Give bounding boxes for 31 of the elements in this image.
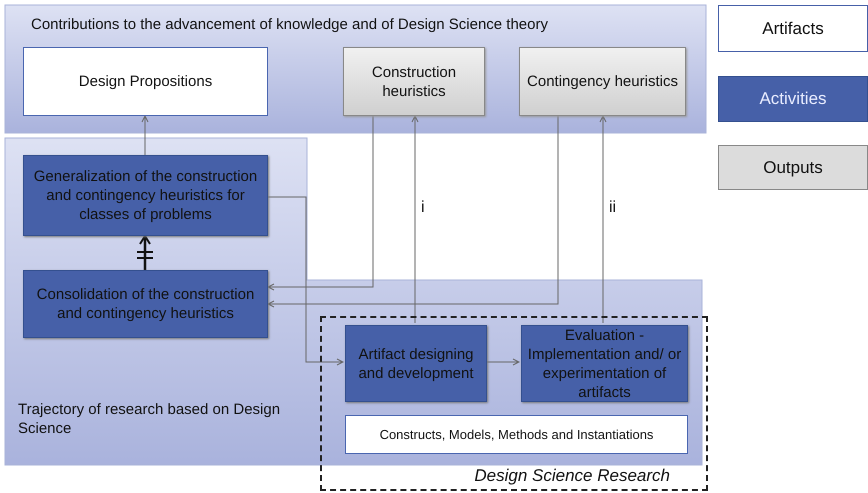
region-title: Trajectory of research based on Design Science <box>18 400 282 438</box>
dashed-frame <box>320 316 708 491</box>
output-box <box>343 47 485 116</box>
arrow <box>268 196 344 366</box>
legend-label: Activities <box>759 89 827 109</box>
box-label: Artifact designing and development <box>357 344 475 382</box>
region-title: Contributions to the advancement of knowledge and of Design Science theory <box>31 15 548 34</box>
activity-box <box>23 270 268 338</box>
arrow <box>142 116 148 156</box>
artifact-box <box>23 47 268 116</box>
arrow <box>137 235 153 270</box>
activity-box <box>23 155 268 236</box>
legend-label: Outputs <box>763 158 823 178</box>
box-label: Evaluation - Implementation and/ or experimentation of artifacts <box>526 326 682 402</box>
box-label: Generalization of the construction and contingency heuristics for classes of problems <box>32 167 258 224</box>
box-label: Constructs, Models, Methods and Instantiations <box>380 426 654 444</box>
activity-box <box>345 325 487 402</box>
arrow <box>268 116 558 308</box>
arrow <box>600 116 606 324</box>
arrow <box>268 116 374 290</box>
region-title: Design Science Research <box>474 466 670 485</box>
box-label: Construction heuristics <box>370 62 458 100</box>
artifact-box <box>345 415 688 454</box>
box-label: Contingency heuristics <box>527 72 678 91</box>
box-label: Design Propositions <box>78 72 212 91</box>
arrow <box>412 116 418 324</box>
output-box <box>519 47 686 116</box>
legend-label: Artifacts <box>762 18 824 38</box>
box-label: Consolidation of the construction and contingency heuristics <box>36 285 256 323</box>
edge-label: i <box>421 198 425 217</box>
edge-label: ii <box>609 198 616 217</box>
